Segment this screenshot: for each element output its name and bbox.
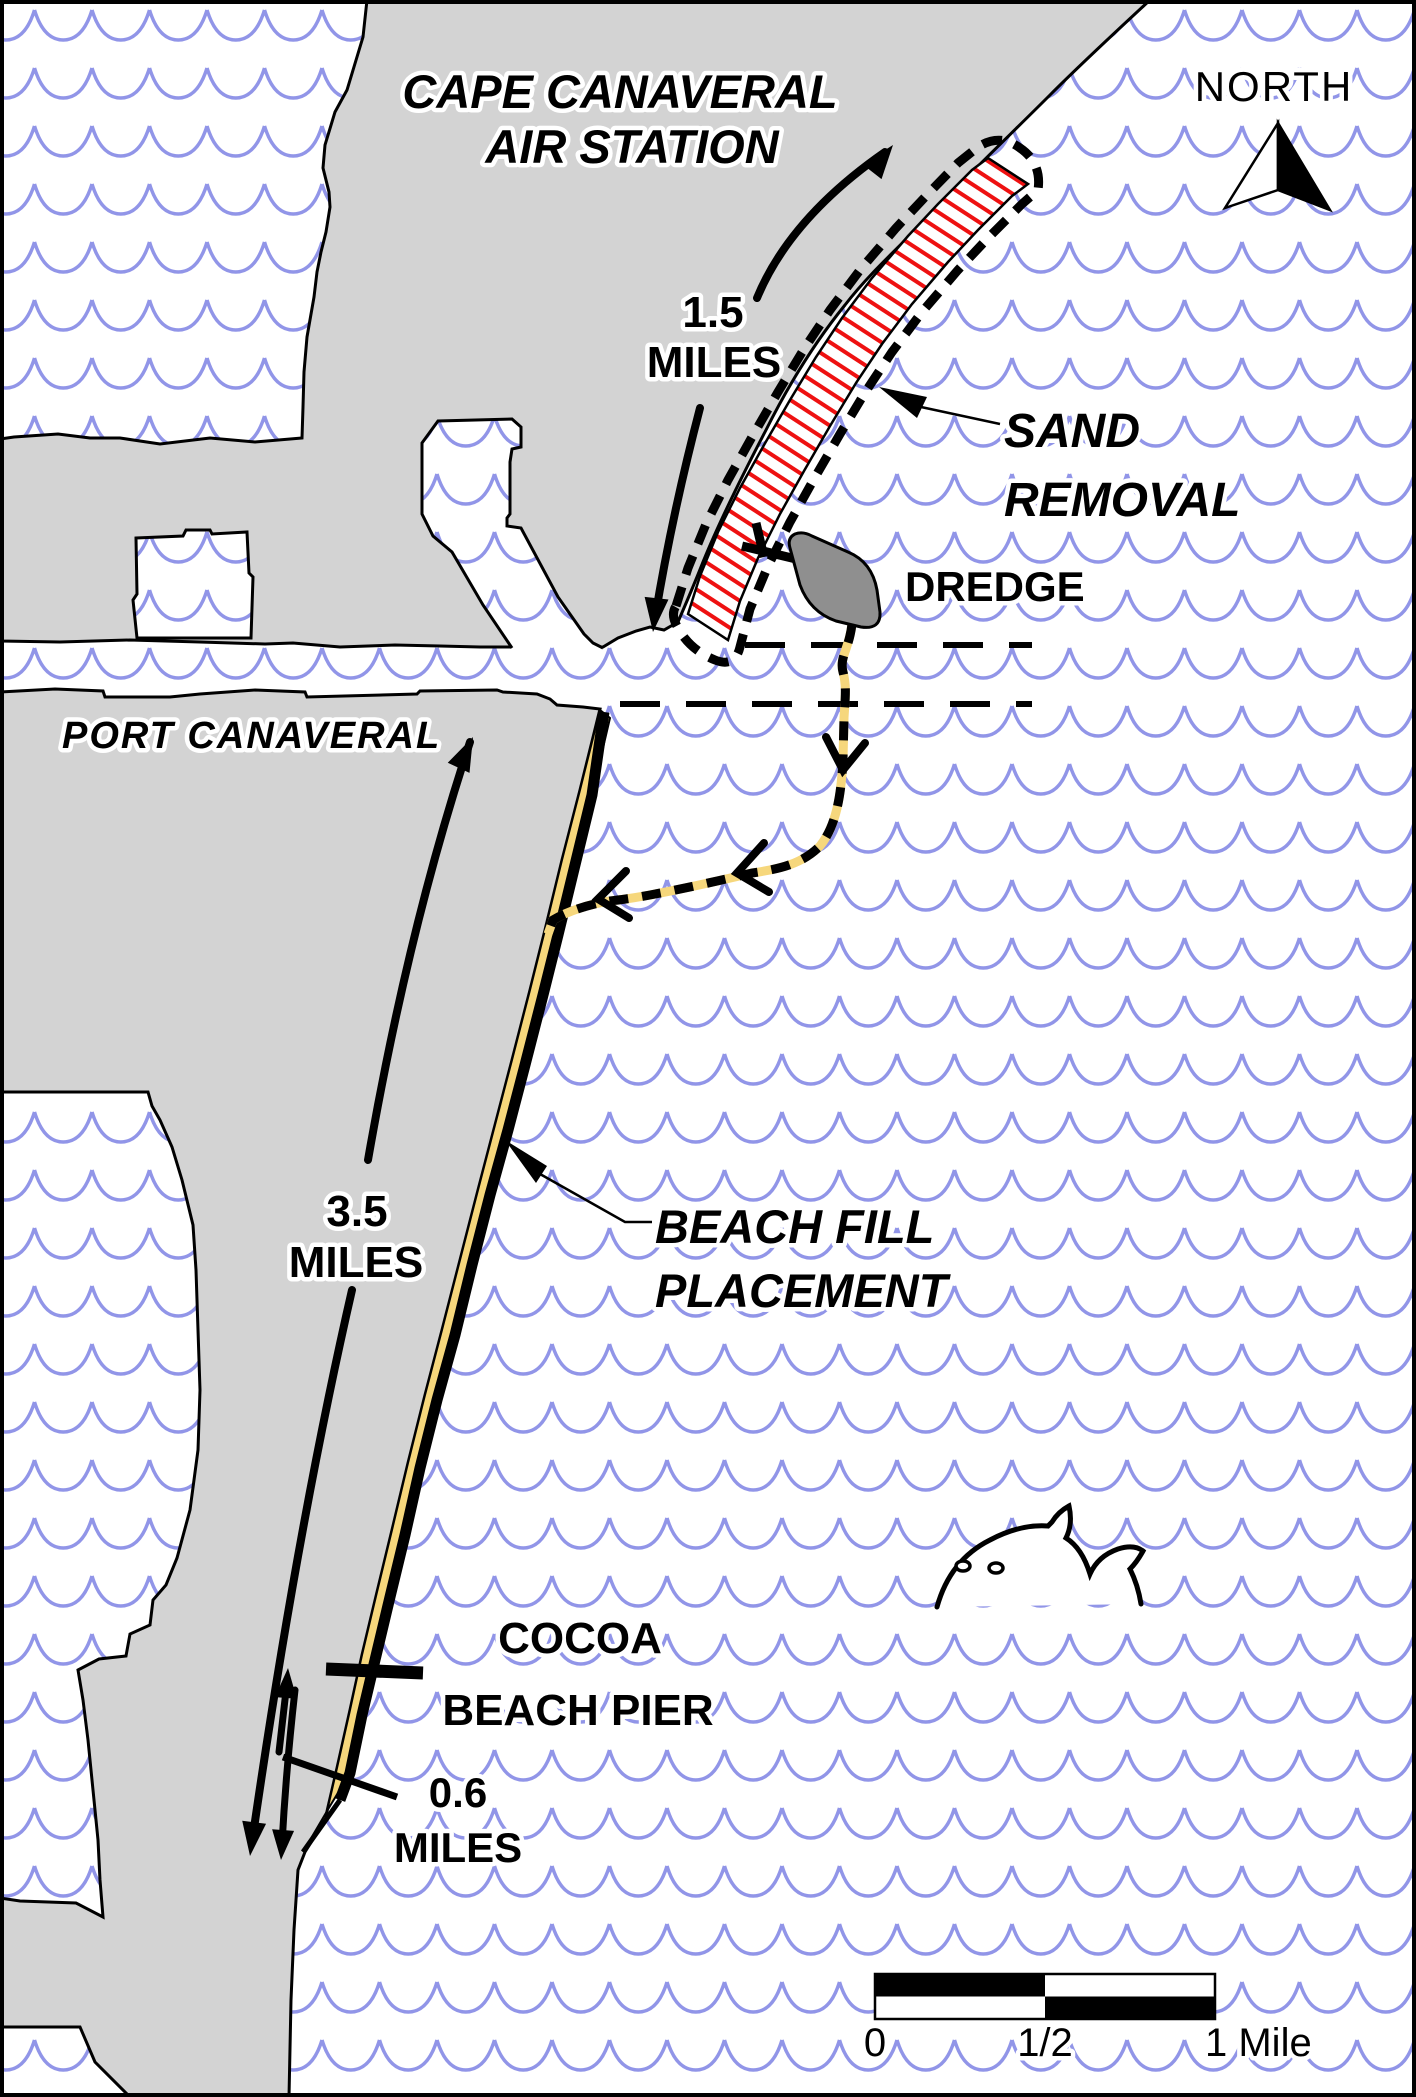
sand-removal-label-line1: SAND [1004,405,1140,458]
pipeline-flow-chevron-2 [730,839,773,896]
sand-removal-pointer-line [920,405,1001,426]
north-span-arrow-down-head [644,596,669,632]
pier-span-arrow-down-shaft [278,1686,299,1848]
south-span-arrow-lower-head [242,1820,267,1856]
pipeline-flow-chevron-1 [822,733,869,778]
pier-span-pointer-line [281,1753,399,1801]
scale-tick-one: 1 Mile [1205,2021,1312,2065]
pier-span-arrow-up-head [274,1668,297,1699]
port-basin-east-shoreline [420,417,604,650]
cocoa-pier-label-line2: BEACH PIER [442,1686,713,1735]
dredge-suction-pipe [740,541,798,564]
south-span-unit: MILES [289,1238,423,1287]
port-canaveral-label: PORT CANAVERAL [62,715,441,757]
sand-removal-boundary [668,135,1044,667]
cocoa-pier-label-line1: COCOA [498,1614,662,1663]
dredge-icon [787,531,882,629]
cocoa-beach-landmass [0,687,602,2097]
fish-icon [934,1502,1147,1610]
sand-removal-pointer-head [879,387,927,418]
south-span-arrow-lower-shaft [248,1286,356,1846]
compass-label: NORTH [1195,63,1354,110]
dredge-suction-pipe-head [751,521,769,559]
port-basin-east [422,419,603,650]
beach-fill-label-line2: PLACEMENT [655,1264,952,1317]
port-basin-west [131,528,255,640]
beach-fill-label-line1: BEACH FILL [655,1200,934,1253]
beach-fill-pointer-line [539,1172,652,1224]
north-arrow-icon [1222,118,1333,213]
sand-removal-label-line2: REMOVAL [1004,474,1240,527]
sand-removal-area [686,156,1031,642]
beach-fill-pointer-head [505,1140,547,1183]
pipeline-route [543,623,857,936]
south-span-value: 3.5 [326,1187,387,1236]
scale-tick-half: 1/2 [1017,2021,1073,2065]
north-span-arrow-down-shaft [651,404,704,622]
south-span-arrow-upper-head [447,737,473,773]
cape-canaveral-label-line2: AIR STATION [484,120,779,173]
dredge-label: DREDGE [905,563,1085,610]
cocoa-beach-pier-marker [325,1662,424,1680]
pier-span-value: 0.6 [429,1769,487,1816]
north-span-value: 1.5 [682,288,743,337]
cape-canaveral-landmass [0,0,1153,649]
pier-span-arrow-down-head [272,1829,295,1860]
pipeline-flow-chevron-3 [591,867,633,922]
south-span-arrow-upper-shaft [364,738,474,1164]
fish-eye-right [987,1561,1005,1575]
fish-eye-left [954,1559,972,1573]
scale-tick-zero: 0 [864,2021,886,2065]
beach-fill-south-taper-edge [300,1798,343,1854]
pier-span-unit: MILES [394,1824,522,1871]
cape-canaveral-label-line1: CAPE CANAVERAL [402,65,837,118]
north-span-arrow-up-shaft [753,148,889,302]
north-span-unit: MILES [647,338,781,387]
north-span-arrow-up-head [862,145,893,180]
scale-bar: 0 1/2 1 Mile [859,1972,1316,2070]
